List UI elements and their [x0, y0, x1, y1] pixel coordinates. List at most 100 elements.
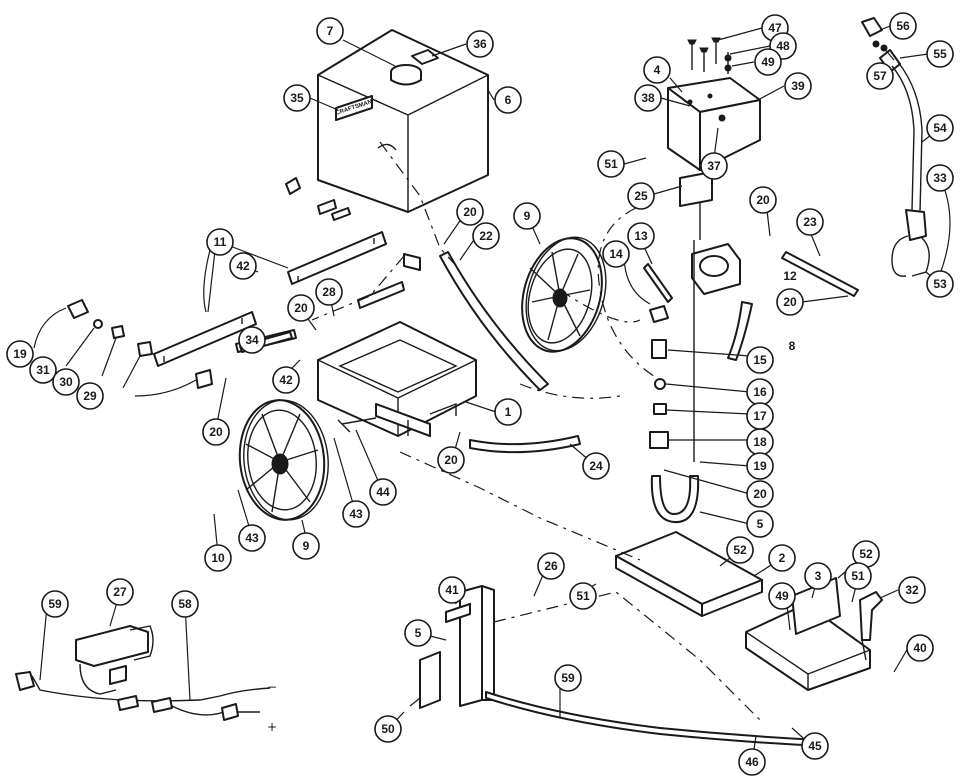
svg-text:38: 38 — [641, 91, 655, 105]
svg-text:2: 2 — [779, 551, 786, 565]
svg-text:45: 45 — [808, 739, 822, 753]
assembly-lines — [311, 141, 761, 721]
svg-text:35: 35 — [290, 91, 304, 105]
svg-text:52: 52 — [859, 547, 873, 561]
svg-text:53: 53 — [933, 277, 947, 291]
svg-text:48: 48 — [776, 39, 790, 53]
svg-text:41: 41 — [445, 583, 459, 597]
callout-35: 35 — [283, 84, 311, 112]
callout-3: 3 — [804, 562, 832, 590]
callout-29: 29 — [76, 382, 104, 410]
svg-text:1: 1 — [505, 405, 512, 419]
fuel-tank: CRAFTSMAN — [317, 29, 489, 213]
svg-text:10: 10 — [211, 551, 225, 565]
callout-10: 10 — [204, 544, 232, 572]
chassis-pan — [317, 321, 477, 437]
callout-58: 58 — [171, 590, 199, 618]
svg-text:51: 51 — [576, 589, 590, 603]
callout-37: 37 — [700, 152, 728, 180]
svg-text:7: 7 — [327, 24, 334, 38]
svg-text:20: 20 — [783, 295, 797, 309]
callout-42-a: 42 — [229, 252, 257, 280]
pump-assembly — [643, 171, 753, 462]
callout-7: 7 — [316, 17, 344, 45]
svg-text:49: 49 — [761, 55, 775, 69]
callout-52-a: 52 — [726, 536, 754, 564]
callout-20-e: 20 — [202, 418, 230, 446]
callout-24: 24 — [582, 452, 610, 480]
svg-text:51: 51 — [604, 157, 618, 171]
callout-59-a: 59 — [554, 664, 582, 692]
svg-text:36: 36 — [473, 37, 487, 51]
callout-15: 15 — [746, 346, 774, 374]
svg-text:44: 44 — [376, 485, 390, 499]
callout-57: 57 — [866, 62, 894, 90]
svg-text:18: 18 — [753, 435, 767, 449]
callout-38: 38 — [634, 84, 662, 112]
callout-17: 17 — [746, 402, 774, 430]
callout-20-g: 20 — [437, 446, 465, 474]
callout-9-upper: 9 — [513, 202, 541, 230]
polarity-positive: + — [267, 720, 277, 734]
polarity-negative: − — [267, 680, 277, 694]
svg-text:59: 59 — [48, 597, 62, 611]
inlet-fittings — [67, 177, 421, 389]
svg-text:20: 20 — [756, 193, 770, 207]
callout-21: 5 — [746, 510, 774, 538]
callout-5: 5 — [404, 619, 432, 647]
callout-28: 28 — [315, 278, 343, 306]
svg-text:46: 46 — [745, 755, 759, 769]
label-8: 8 — [789, 339, 796, 353]
callout-41: 41 — [438, 576, 466, 604]
svg-text:43: 43 — [349, 507, 363, 521]
svg-text:47: 47 — [768, 21, 782, 35]
svg-text:56: 56 — [896, 19, 910, 33]
hoses — [439, 251, 700, 524]
svg-text:31: 31 — [36, 363, 50, 377]
svg-text:42: 42 — [236, 259, 250, 273]
svg-text:20: 20 — [209, 425, 223, 439]
wheel-left-front — [238, 399, 329, 521]
callout-36: 36 — [466, 30, 494, 58]
svg-text:17: 17 — [753, 409, 767, 423]
svg-text:26: 26 — [544, 559, 558, 573]
callout-18: 18 — [746, 428, 774, 456]
callout-20-a: 20 — [456, 198, 484, 226]
callout-44: 44 — [369, 478, 397, 506]
svg-text:13: 13 — [634, 229, 648, 243]
svg-text:58: 58 — [178, 597, 192, 611]
svg-text:20: 20 — [463, 205, 477, 219]
svg-text:3: 3 — [815, 569, 822, 583]
callout-46: 46 — [738, 748, 766, 776]
lower-frame — [615, 531, 883, 691]
svg-text:11: 11 — [214, 235, 227, 249]
svg-text:40: 40 — [913, 641, 927, 655]
svg-text:33: 33 — [933, 171, 947, 185]
callout-43-b: 43 — [342, 500, 370, 528]
label-12: 12 — [783, 269, 797, 283]
callout-20-d: 20 — [287, 294, 315, 322]
callout-25: 25 — [627, 182, 655, 210]
callout-20-b: 20 — [749, 186, 777, 214]
svg-text:14: 14 — [609, 247, 623, 261]
callout-6: 6 — [494, 86, 522, 114]
svg-text:42: 42 — [279, 373, 293, 387]
svg-text:59: 59 — [561, 671, 575, 685]
callout-20-f: 20 — [746, 480, 774, 508]
svg-text:37: 37 — [707, 159, 721, 173]
svg-text:9: 9 — [303, 539, 310, 553]
svg-text:6: 6 — [505, 93, 512, 107]
svg-text:27: 27 — [113, 585, 127, 599]
svg-text:55: 55 — [933, 47, 947, 61]
callout-51-c: 51 — [569, 582, 597, 610]
svg-text:25: 25 — [634, 189, 648, 203]
callout-45: 45 — [801, 732, 829, 760]
callout-13: 13 — [627, 222, 655, 250]
callout-2: 2 — [768, 544, 796, 572]
callout-19: 19 — [6, 340, 34, 368]
callout-22: 22 — [472, 222, 500, 250]
svg-text:57: 57 — [873, 69, 887, 83]
spray-wand — [861, 17, 930, 277]
callout-55: 55 — [926, 40, 954, 68]
